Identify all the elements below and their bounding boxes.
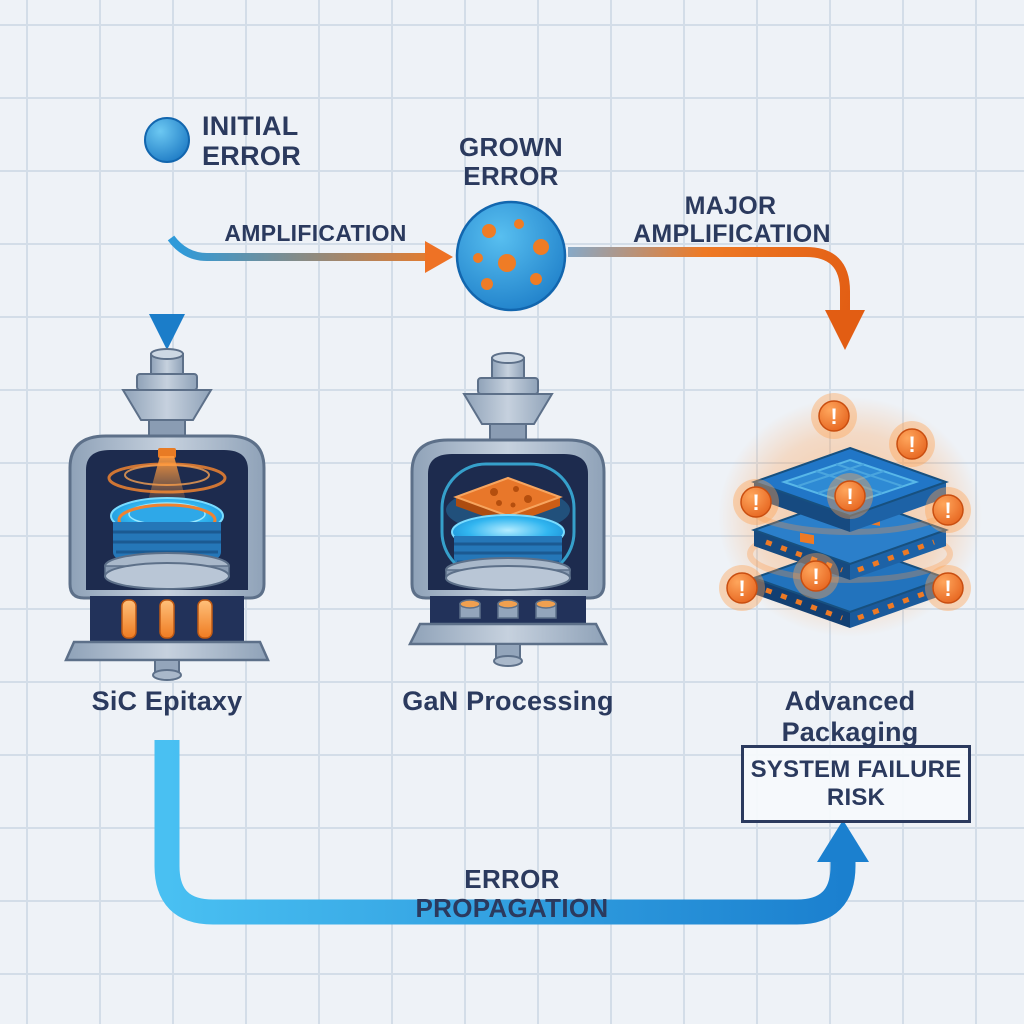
amplification-label: AMPLIFICATION <box>224 220 407 246</box>
warning-exclamation-icon: ! <box>944 576 951 601</box>
initial-error-label: INITIAL ERROR <box>202 111 302 171</box>
initial-error-node <box>144 117 190 163</box>
warning-exclamation-icon: ! <box>830 404 837 429</box>
grown-error-label: GROWN ERROR <box>443 133 579 190</box>
warning-badges: ! ! ! ! ! ! ! ! <box>719 393 971 611</box>
system-failure-risk-line2: RISK <box>826 784 886 811</box>
major-amplification-line2: AMPLIFICATION <box>633 219 831 248</box>
stage-label-gan-processing: GaN Processing <box>402 686 614 716</box>
error-propagation-arrow <box>154 740 869 925</box>
grown-error-line2: ERROR <box>463 160 559 191</box>
warning-exclamation-icon: ! <box>908 432 915 457</box>
major-amplification-line1: MAJOR <box>684 192 777 220</box>
warning-exclamation-icon: ! <box>752 490 759 515</box>
grown-error-node <box>455 200 567 312</box>
initial-error-line2: ERROR <box>202 140 302 171</box>
major-amplification-arrow <box>568 247 865 350</box>
error-propagation-label: ERROR PROPAGATION <box>415 864 609 923</box>
stage-label-advanced-packaging: Advanced Packaging <box>781 686 919 747</box>
major-amplification-label: MAJOR AMPLIFICATION <box>633 192 831 248</box>
warning-exclamation-icon: ! <box>846 484 853 509</box>
gan-processing-machine-illustration <box>407 352 609 667</box>
warning-exclamation-icon: ! <box>944 498 951 523</box>
system-failure-risk-line1: SYSTEM FAILURE <box>750 756 962 784</box>
sic-epitaxy-machine-illustration <box>64 348 270 681</box>
system-failure-risk-box: SYSTEM FAILURE RISK <box>741 745 971 823</box>
stage-label-sic-epitaxy: SiC Epitaxy <box>91 686 243 716</box>
advanced-packaging-stack-illustration: ! ! ! ! ! ! ! ! <box>718 393 982 637</box>
warning-exclamation-icon: ! <box>812 564 819 589</box>
warning-exclamation-icon: ! <box>738 576 745 601</box>
amplification-arrow <box>167 235 453 273</box>
initial-error-line1: INITIAL <box>202 111 299 141</box>
initial-error-arrow <box>149 156 185 350</box>
grown-error-line1: GROWN <box>458 132 564 162</box>
